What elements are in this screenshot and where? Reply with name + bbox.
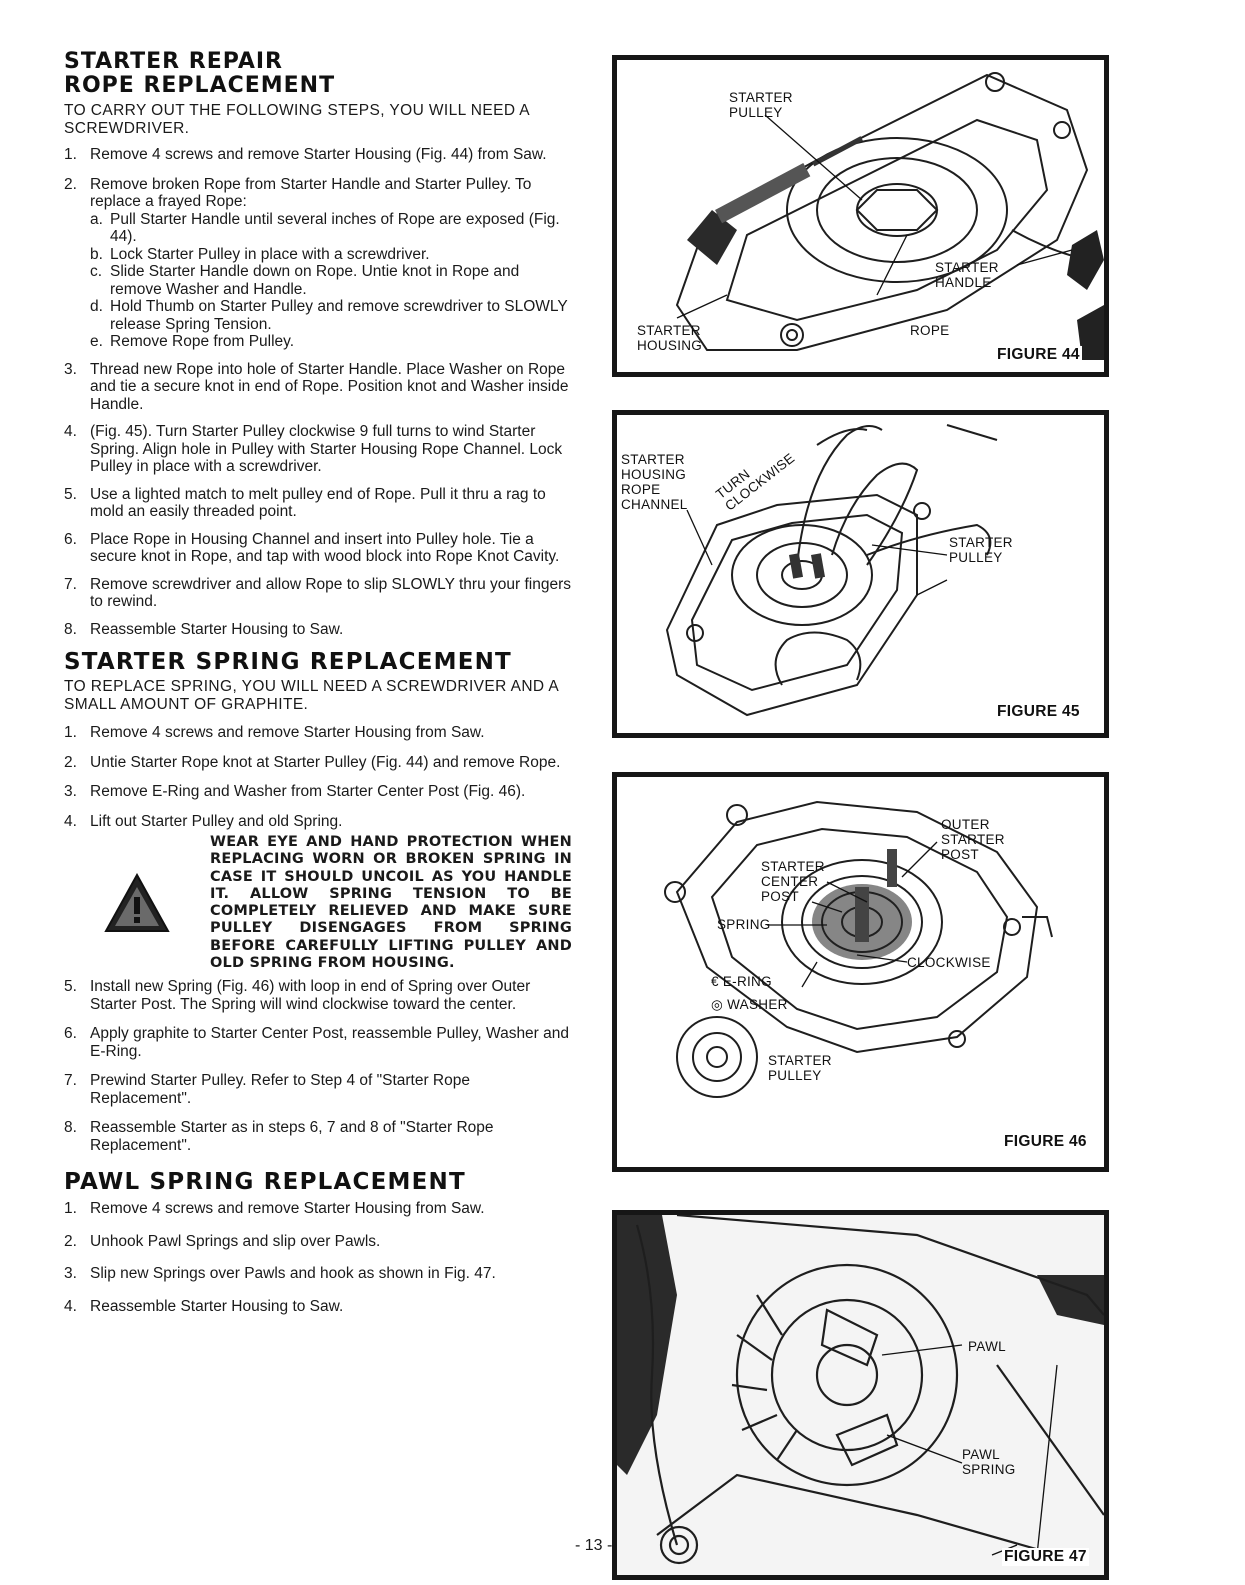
list-item: 1.Remove 4 screws and remove Starter Hou… [64, 724, 485, 741]
page-number: - 13 - [575, 1537, 613, 1554]
list-item: 1.Remove 4 screws and remove Starter Hou… [64, 146, 547, 163]
figure-45: STARTER HOUSING ROPE CHANNEL TURN CLOCKW… [612, 410, 1109, 738]
list-item: 6.Apply graphite to Starter Center Post,… [64, 1025, 570, 1060]
label-washer: ◎ WASHER [711, 997, 788, 1012]
list-item: b.Lock Starter Pulley in place with a sc… [90, 245, 430, 263]
figure-44-illustration [675, 72, 1104, 360]
text-column: STARTER REPAIR ROPE REPLACEMENT TO CARRY… [64, 50, 572, 1315]
list-item: 7.Prewind Starter Pulley. Refer to Step … [64, 1072, 470, 1107]
figure-47-caption: FIGURE 47 [1002, 1548, 1089, 1566]
figure-47-illustration [617, 1215, 1104, 1575]
list-item: 2.Unhook Pawl Springs and slip over Pawl… [64, 1232, 381, 1250]
label-starter-center-post: STARTER CENTER POST [761, 859, 825, 904]
label-pawl: PAWL [968, 1339, 1006, 1354]
list-item: 3.Thread new Rope into hole of Starter H… [64, 360, 569, 413]
list-item: 4.Lift out Starter Pulley and old Spring… [64, 812, 343, 830]
list-item: d.Hold Thumb on Starter Pulley and remov… [90, 298, 568, 333]
list-item: 5.Use a lighted match to melt pulley end… [64, 485, 546, 521]
list-item: 8.Reassemble Starter Housing to Saw. [64, 620, 344, 638]
list-item: 8.Reassemble Starter as in steps 6, 7 an… [64, 1119, 494, 1154]
label-outer-starter-post: OUTER STARTER POST [941, 817, 1005, 862]
spring-steps-continued: 5.Install new Spring (Fig. 46) with loop… [64, 978, 572, 1154]
rope-steps: 1.Remove 4 screws and remove Starter Hou… [64, 146, 572, 638]
label-starter-pulley: STARTER PULLEY [768, 1053, 832, 1083]
e-ring-icon: € [711, 974, 723, 989]
figure-45-caption: FIGURE 45 [995, 703, 1082, 721]
figure-47: PAWL PAWL SPRING FIGURE 47 [612, 1210, 1109, 1580]
figure-46: OUTER STARTER POST STARTER CENTER POST S… [612, 772, 1109, 1172]
list-item: 2.Remove broken Rope from Starter Handle… [64, 176, 572, 351]
figure-46-illustration [664, 800, 1053, 1098]
label-starter-pulley: STARTER PULLEY [729, 90, 793, 120]
warning-block: WEAR EYE AND HAND PROTECTION WHEN REPLAC… [64, 834, 572, 972]
pawl-steps: 1.Remove 4 screws and remove Starter Hou… [64, 1200, 572, 1315]
list-item: 5.Install new Spring (Fig. 46) with loop… [64, 978, 531, 1013]
figure-44-caption: FIGURE 44 [995, 346, 1082, 364]
section-title-spring-replacement: STARTER SPRING REPLACEMENT [64, 649, 512, 675]
label-pawl-spring: PAWL SPRING [962, 1447, 1016, 1477]
list-item: 4.(Fig. 45). Turn Starter Pulley clockwi… [64, 423, 563, 475]
label-spring: SPRING [717, 917, 771, 932]
washer-icon: ◎ [711, 997, 728, 1012]
rope-intro: TO CARRY OUT THE FOLLOWING STEPS, YOU WI… [64, 102, 530, 137]
section-title-pawl-spring-replacement: PAWL SPRING REPLACEMENT [64, 1169, 466, 1196]
spring-steps: 1.Remove 4 screws and remove Starter Hou… [64, 724, 572, 830]
list-item: 4.Reassemble Starter Housing to Saw. [64, 1297, 344, 1315]
label-starter-pulley: STARTER PULLEY [949, 535, 1013, 565]
warning-text: WEAR EYE AND HAND PROTECTION WHEN REPLAC… [210, 834, 572, 972]
list-item: 3.Slip new Springs over Pawls and hook a… [64, 1265, 496, 1283]
list-item: 1.Remove 4 screws and remove Starter Hou… [64, 1200, 485, 1218]
figure-45-illustration [665, 424, 998, 717]
label-e-ring: € E-RING [711, 974, 772, 989]
list-item: 3.Remove E-Ring and Washer from Starter … [64, 783, 526, 800]
list-item: 6.Place Rope in Housing Channel and inse… [64, 530, 560, 566]
list-item: a.Pull Starter Handle until several inch… [90, 210, 560, 246]
spring-intro: TO REPLACE SPRING, YOU WILL NEED A SCREW… [64, 678, 559, 713]
list-item: e.Remove Rope from Pulley. [90, 333, 295, 350]
figure-44: STARTER PULLEY STARTER HANDLE STARTER HO… [612, 55, 1109, 377]
label-clockwise: CLOCKWISE [907, 955, 991, 970]
list-item: 7.Remove screwdriver and allow Rope to s… [64, 575, 571, 611]
section-title-rope-replacement: ROPE REPLACEMENT [64, 73, 336, 98]
rope-substeps: a.Pull Starter Handle until several inch… [90, 211, 572, 351]
section-title-starter-repair: STARTER REPAIR [64, 49, 283, 74]
label-starter-handle: STARTER HANDLE [935, 260, 999, 290]
list-item: 2.Untie Starter Rope knot at Starter Pul… [64, 753, 561, 771]
label-starter-housing: STARTER HOUSING [637, 323, 703, 353]
label-rope: ROPE [910, 323, 950, 338]
label-starter-housing-rope-channel: STARTER HOUSING ROPE CHANNEL [621, 452, 688, 512]
figure-46-caption: FIGURE 46 [1002, 1133, 1089, 1151]
warning-triangle-icon [104, 873, 170, 933]
list-item: c.Slide Starter Handle down on Rope. Unt… [90, 263, 520, 298]
